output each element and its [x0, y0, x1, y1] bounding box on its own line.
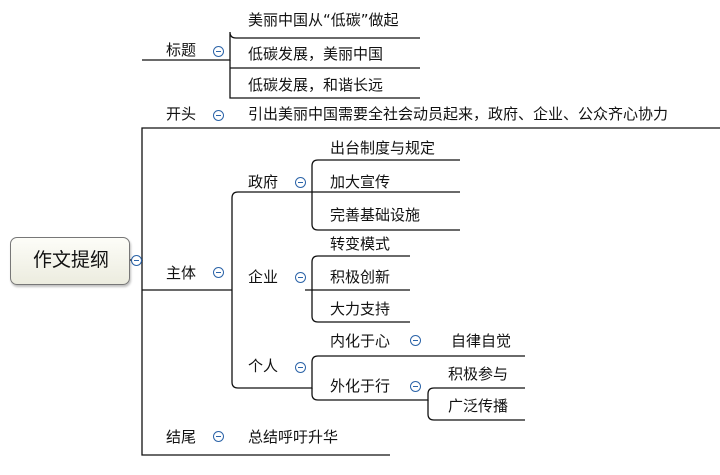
section-collapse-icon[interactable]	[213, 431, 224, 442]
government-item-3[interactable]: 完善基础设施	[330, 206, 421, 224]
section-collapse-icon[interactable]	[213, 110, 224, 121]
section-collapse-icon[interactable]	[213, 267, 224, 278]
enterprise-item-3[interactable]: 大力支持	[330, 300, 391, 318]
government-item-1[interactable]: 出台制度与规定	[330, 139, 436, 157]
enterprise-item-2[interactable]: 积极创新	[330, 268, 391, 286]
group-government-label[interactable]: 政府	[248, 173, 279, 191]
root-collapse-icon[interactable]	[131, 255, 142, 266]
section-opening-label[interactable]: 开头	[166, 105, 197, 123]
ending-text[interactable]: 总结呼吁升华	[248, 428, 339, 446]
group-collapse-icon[interactable]	[295, 272, 306, 283]
section-ending-label[interactable]: 结尾	[166, 428, 197, 446]
section-body-label[interactable]: 主体	[166, 264, 197, 282]
internalize-item-1[interactable]: 自律自觉	[451, 332, 512, 350]
root-node[interactable]	[10, 237, 130, 285]
subgroup-collapse-icon[interactable]	[410, 381, 421, 392]
title-option-3[interactable]: 低碳发展，和谐长远	[248, 76, 384, 94]
subgroup-collapse-icon[interactable]	[410, 335, 421, 346]
externalize-item-1[interactable]: 积极参与	[448, 365, 509, 383]
group-individual-label[interactable]: 个人	[248, 357, 279, 375]
opening-text[interactable]: 引出美丽中国需要全社会动员起来，政府、企业、公众齐心协力	[248, 105, 669, 123]
section-collapse-icon[interactable]	[213, 46, 224, 57]
group-collapse-icon[interactable]	[295, 177, 306, 188]
government-item-2[interactable]: 加大宣传	[330, 173, 391, 191]
subgroup-externalize-label[interactable]: 外化于行	[330, 377, 391, 395]
title-option-1[interactable]: 美丽中国从“低碳”做起	[248, 11, 399, 29]
externalize-item-2[interactable]: 广泛传播	[448, 397, 509, 415]
section-title-label[interactable]: 标题	[166, 41, 197, 59]
enterprise-item-1[interactable]: 转变模式	[330, 235, 391, 253]
root-label: 作文提纲	[32, 249, 109, 271]
group-collapse-icon[interactable]	[295, 362, 306, 373]
group-enterprise-label[interactable]: 企业	[248, 268, 279, 286]
subgroup-internalize-label[interactable]: 内化于心	[330, 332, 391, 350]
title-option-2[interactable]: 低碳发展，美丽中国	[248, 45, 384, 63]
